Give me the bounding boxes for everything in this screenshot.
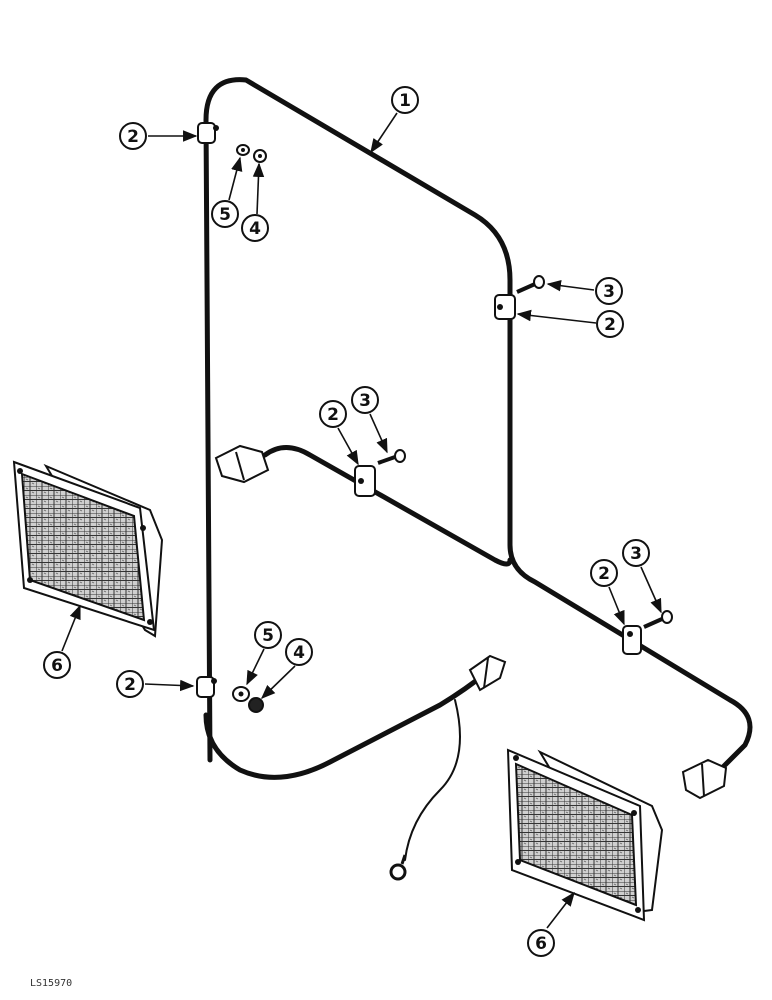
lamp-connector-right [681, 758, 728, 800]
callout-2: 2 [590, 559, 618, 587]
svg-text:5: 5 [219, 205, 231, 225]
work-lamp-left [12, 460, 164, 638]
svg-text:2: 2 [124, 675, 136, 695]
svg-text:2: 2 [604, 315, 616, 335]
callout-2: 2 [119, 122, 147, 150]
leader-c5b [246, 648, 265, 686]
svg-text:1: 1 [399, 91, 411, 111]
leader-c4a [252, 162, 265, 215]
screw-middle [377, 449, 406, 465]
ground-ring-terminal [389, 854, 407, 881]
callout-6: 6 [43, 651, 71, 679]
svg-text:6: 6 [535, 934, 547, 954]
leader-c2b [516, 309, 597, 324]
leader-c2e [144, 679, 195, 692]
callout-4: 4 [285, 638, 313, 666]
leader-c1 [370, 112, 398, 154]
clip-lower-left [196, 676, 217, 698]
lamp-connector-left [214, 444, 270, 484]
clip-upper-right [494, 294, 516, 320]
ground-lead-wire [404, 699, 461, 861]
callout-2: 2 [319, 400, 347, 428]
svg-text:2: 2 [127, 127, 139, 147]
leader-c3c [640, 566, 662, 614]
leader-c2d [608, 586, 625, 626]
nut-upper [253, 149, 267, 163]
callout-2: 2 [116, 670, 144, 698]
svg-text:6: 6 [51, 656, 63, 676]
washer-upper [236, 144, 250, 156]
callout-3: 3 [622, 539, 650, 567]
svg-text:2: 2 [327, 405, 339, 425]
figure-code: LS15970 [30, 978, 73, 989]
clip-middle [354, 465, 376, 497]
svg-text:3: 3 [359, 391, 371, 411]
work-lamp-right [506, 748, 664, 922]
callout-5: 5 [211, 200, 239, 228]
main-connector-plug [468, 654, 507, 692]
leader-c5a [228, 156, 243, 201]
leader-c6b [546, 891, 575, 929]
callout-6: 6 [527, 929, 555, 957]
callout-4: 4 [241, 214, 269, 242]
lower-harness-wire [203, 667, 493, 780]
svg-text:3: 3 [630, 544, 642, 564]
clip-right [622, 625, 642, 655]
svg-text:3: 3 [603, 282, 615, 302]
clip-upper-left [197, 122, 219, 144]
leader-c4b [260, 665, 296, 700]
leader-c6a [61, 604, 81, 652]
screw-right [643, 610, 673, 629]
leader-c3a [546, 279, 595, 292]
callout-5: 5 [254, 621, 282, 649]
callout-3: 3 [595, 277, 623, 305]
svg-text:4: 4 [249, 219, 261, 239]
screw-upper-right [516, 275, 545, 294]
leader-c3b [369, 413, 388, 454]
leader-c2c [337, 427, 359, 466]
washer-lower [232, 686, 250, 702]
svg-text:5: 5 [262, 626, 274, 646]
callout-1: 1 [391, 86, 419, 114]
callout-3: 3 [351, 386, 379, 414]
svg-text:2: 2 [598, 564, 610, 584]
svg-text:4: 4 [293, 643, 305, 663]
nut-lower [248, 697, 264, 713]
main-harness-wire [203, 77, 753, 773]
branch-harness-wire [262, 445, 513, 567]
callout-2: 2 [596, 310, 624, 338]
